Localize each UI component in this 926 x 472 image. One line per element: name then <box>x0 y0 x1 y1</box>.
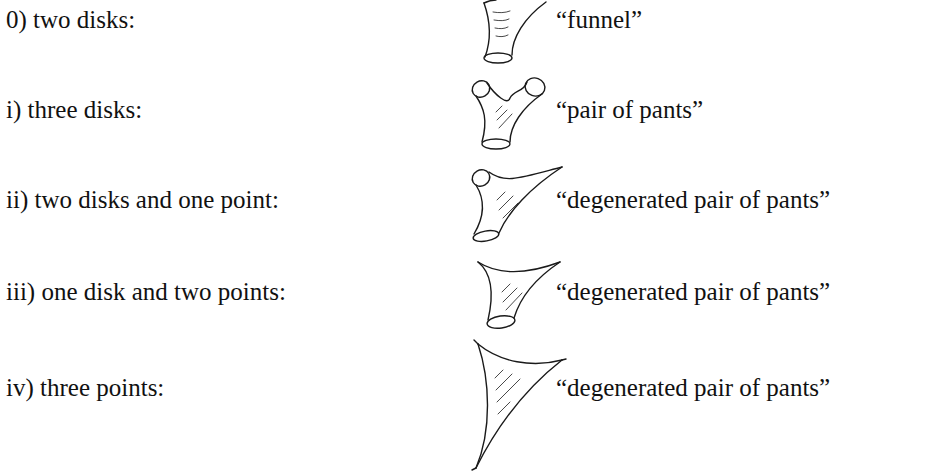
degenerate-pants-one-disk-sketch <box>478 262 560 330</box>
funnel-sketch <box>484 0 546 63</box>
degenerate-pants-two-disks-sketch <box>469 167 562 244</box>
surface-name: “pair of pants” <box>556 96 703 124</box>
surface-name: “degenerated pair of pants” <box>556 186 830 214</box>
pants-sketch <box>469 75 547 149</box>
surface-name: “degenerated pair of pants” <box>556 278 830 306</box>
item-label: iv) three points: <box>6 374 164 402</box>
item-label: 0) two disks: <box>6 6 135 34</box>
degenerate-pants-three-points-sketch <box>472 340 566 470</box>
surface-name: “funnel” <box>556 6 642 34</box>
item-label: i) three disks: <box>6 96 142 124</box>
surface-name: “degenerated pair of pants” <box>556 374 830 402</box>
item-label: ii) two disks and one point: <box>6 186 279 214</box>
item-label: iii) one disk and two points: <box>6 278 286 306</box>
